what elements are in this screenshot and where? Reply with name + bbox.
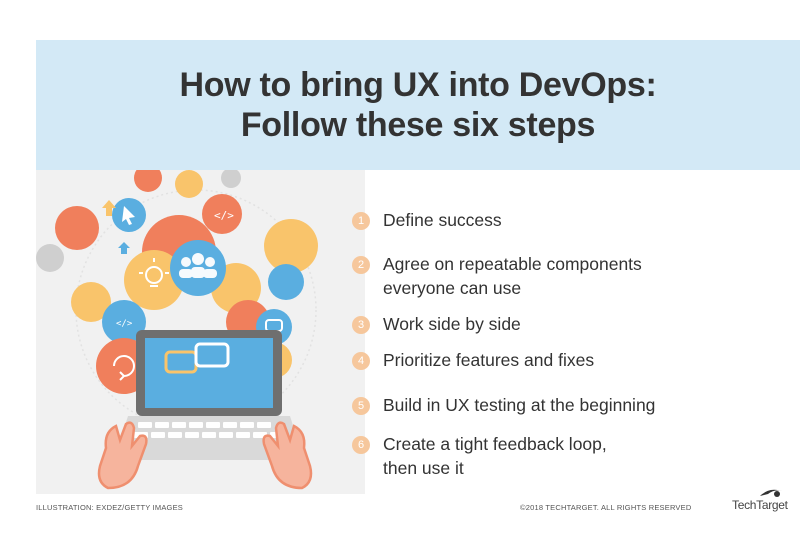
step-item-2: 2 Agree on repeatable components everyon… (352, 252, 642, 300)
bubble-blue-code-small (102, 300, 146, 344)
refresh-icon (113, 355, 135, 381)
illustration-graphic: </> </> (36, 170, 318, 490)
ux-devops-illustration: </> </> (36, 170, 365, 494)
step-item-6: 6 Create a tight feedback loop, then use… (352, 432, 607, 480)
step-item-5: 5 Build in UX testing at the beginning (352, 393, 655, 417)
step-text: Build in UX testing at the beginning (383, 393, 655, 417)
bubble-blue-right (268, 264, 304, 300)
page-title-line-2: Follow these six steps (240, 106, 596, 144)
bubble-orange-code (202, 194, 242, 234)
page-title-line-1: How to bring UX into DevOps: (179, 66, 657, 104)
brand-name: TechTarget (732, 498, 788, 512)
bubble-yellow-left (71, 282, 111, 322)
bubble-orange-left (55, 206, 99, 250)
upload-arrow-icon-2 (118, 242, 130, 254)
bubble-yellow-top (175, 170, 203, 198)
step-number-badge: 1 (352, 212, 370, 230)
bubble-yellow-right (264, 219, 318, 273)
bubble-orange-small (134, 170, 162, 192)
step-text-line: Create a tight feedback loop, (383, 434, 607, 454)
step-item-4: 4 Prioritize features and fixes (352, 348, 594, 372)
hands-icon (97, 421, 313, 490)
copyright-notice: ©2018 TECHTARGET. ALL RIGHTS RESERVED (520, 503, 692, 512)
cursor-icon (122, 206, 135, 225)
step-text: Work side by side (383, 312, 521, 336)
step-text: Prioritize features and fixes (383, 348, 594, 372)
bubble-yellow-idea (124, 250, 184, 310)
step-item-1: 1 Define success (352, 208, 502, 232)
step-text-line: Prioritize features and fixes (383, 350, 595, 370)
bubble-gray-left (36, 244, 64, 272)
step-text-line: then use it (383, 458, 464, 478)
step-text-line: everyone can use (383, 278, 522, 298)
logo-eye-icon (760, 489, 784, 497)
techtarget-logo: TechTarget (720, 486, 792, 518)
step-text-line: Define success (383, 210, 502, 230)
step-number-badge: 3 (352, 316, 370, 334)
step-text: Agree on repeatable components everyone … (383, 252, 642, 300)
bubble-gray-top (221, 170, 241, 188)
team-icon (179, 253, 217, 278)
laptop-icon (114, 330, 304, 460)
step-text-line: Work side by side (383, 314, 521, 334)
step-number-badge: 2 (352, 256, 370, 274)
header-banner: How to bring UX into DevOps: Follow thes… (36, 40, 800, 170)
step-number-badge: 6 (352, 436, 370, 454)
step-text-line: Build in UX testing at the beginning (383, 395, 656, 415)
step-item-3: 3 Work side by side (352, 312, 521, 336)
step-text: Create a tight feedback loop, then use i… (383, 432, 607, 480)
code-icon-small: </> (116, 319, 133, 329)
idea-icon (139, 258, 169, 287)
code-icon: </> (214, 209, 234, 222)
step-number-badge: 5 (352, 397, 370, 415)
illustration-credit: ILLUSTRATION: EXDEZ/GETTY IMAGES (36, 503, 183, 512)
step-text-line: Agree on repeatable components (383, 254, 642, 274)
step-number-badge: 4 (352, 352, 370, 370)
upload-arrow-icon (102, 200, 116, 216)
step-text: Define success (383, 208, 502, 232)
